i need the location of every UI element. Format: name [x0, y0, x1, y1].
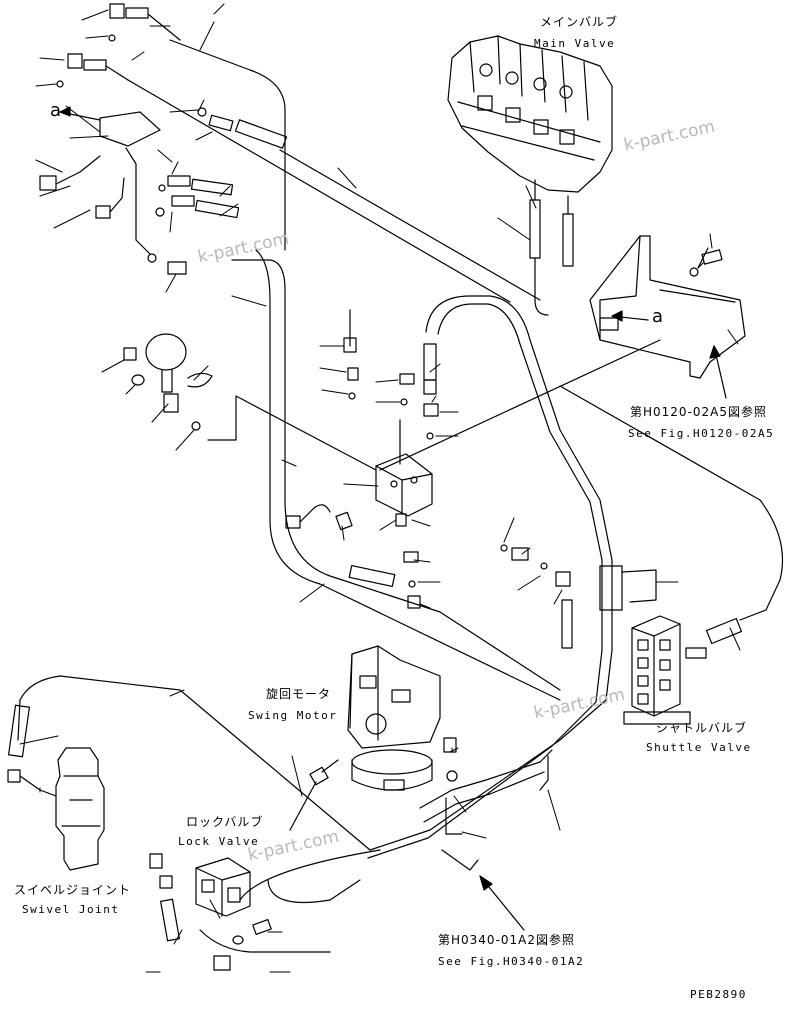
main-valve-hoses [529, 179, 574, 316]
lock-valve [149, 853, 272, 971]
leader-lines [19, 3, 741, 973]
main-valve-label-en: Main Valve [534, 37, 616, 50]
shuttle-valve-label-jp: シャトルバルブ [656, 721, 748, 735]
junction-block [285, 309, 573, 649]
see-fig-1-label-jp: 第H0120-02A5図参照 [630, 405, 768, 419]
swing-motor-label-en: Swing Motor [248, 709, 338, 722]
drawing-code: PEB2890 [690, 988, 747, 1001]
swing-motor-label-jp: 旋回モータ [266, 687, 332, 701]
hose-routes [17, 39, 783, 953]
main-valve-label-jp: メインバルブ [540, 15, 619, 29]
see-fig-1-label-en: See Fig.H0120-02A5 [628, 427, 775, 440]
see-fig-2-label-jp: 第H0340-01A2図参照 [438, 933, 576, 947]
see-fig-2-label-en: See Fig.H0340-01A2 [438, 955, 585, 968]
swivel-joint [7, 704, 105, 871]
shuttle-valve [623, 615, 743, 725]
top-left-fittings [39, 3, 288, 275]
lock-valve-label-en: Lock Valve [178, 835, 260, 848]
swing-motor [289, 645, 458, 831]
view-letter-a: a [652, 306, 664, 327]
right-bracket [589, 235, 746, 379]
arrows [59, 106, 727, 931]
swivel-joint-label-jp: スイベルジョイント [14, 883, 132, 897]
swivel-joint-label-en: Swivel Joint [22, 903, 120, 916]
main-valve [447, 35, 613, 193]
harness-bundle [419, 749, 553, 871]
hose-clamp [599, 565, 657, 611]
shuttle-valve-label-en: Shuttle Valve [646, 741, 752, 754]
view-letter-a: a [50, 100, 62, 121]
lock-valve-label-jp: ロックバルブ [186, 815, 264, 829]
accumulator [123, 333, 213, 431]
